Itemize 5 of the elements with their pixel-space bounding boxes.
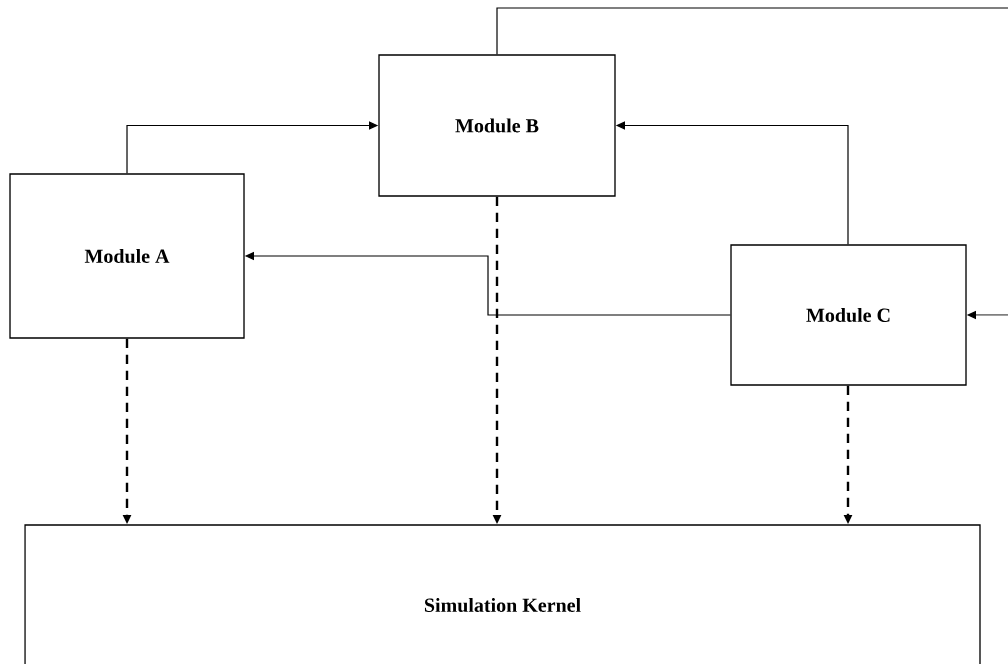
arrow: [496, 7, 1008, 320]
module-box: Module B: [378, 54, 616, 197]
module-box: Module A: [9, 173, 245, 339]
module-box: Module C: [730, 244, 967, 386]
kernel-box: Simulation Kernel: [24, 524, 981, 664]
